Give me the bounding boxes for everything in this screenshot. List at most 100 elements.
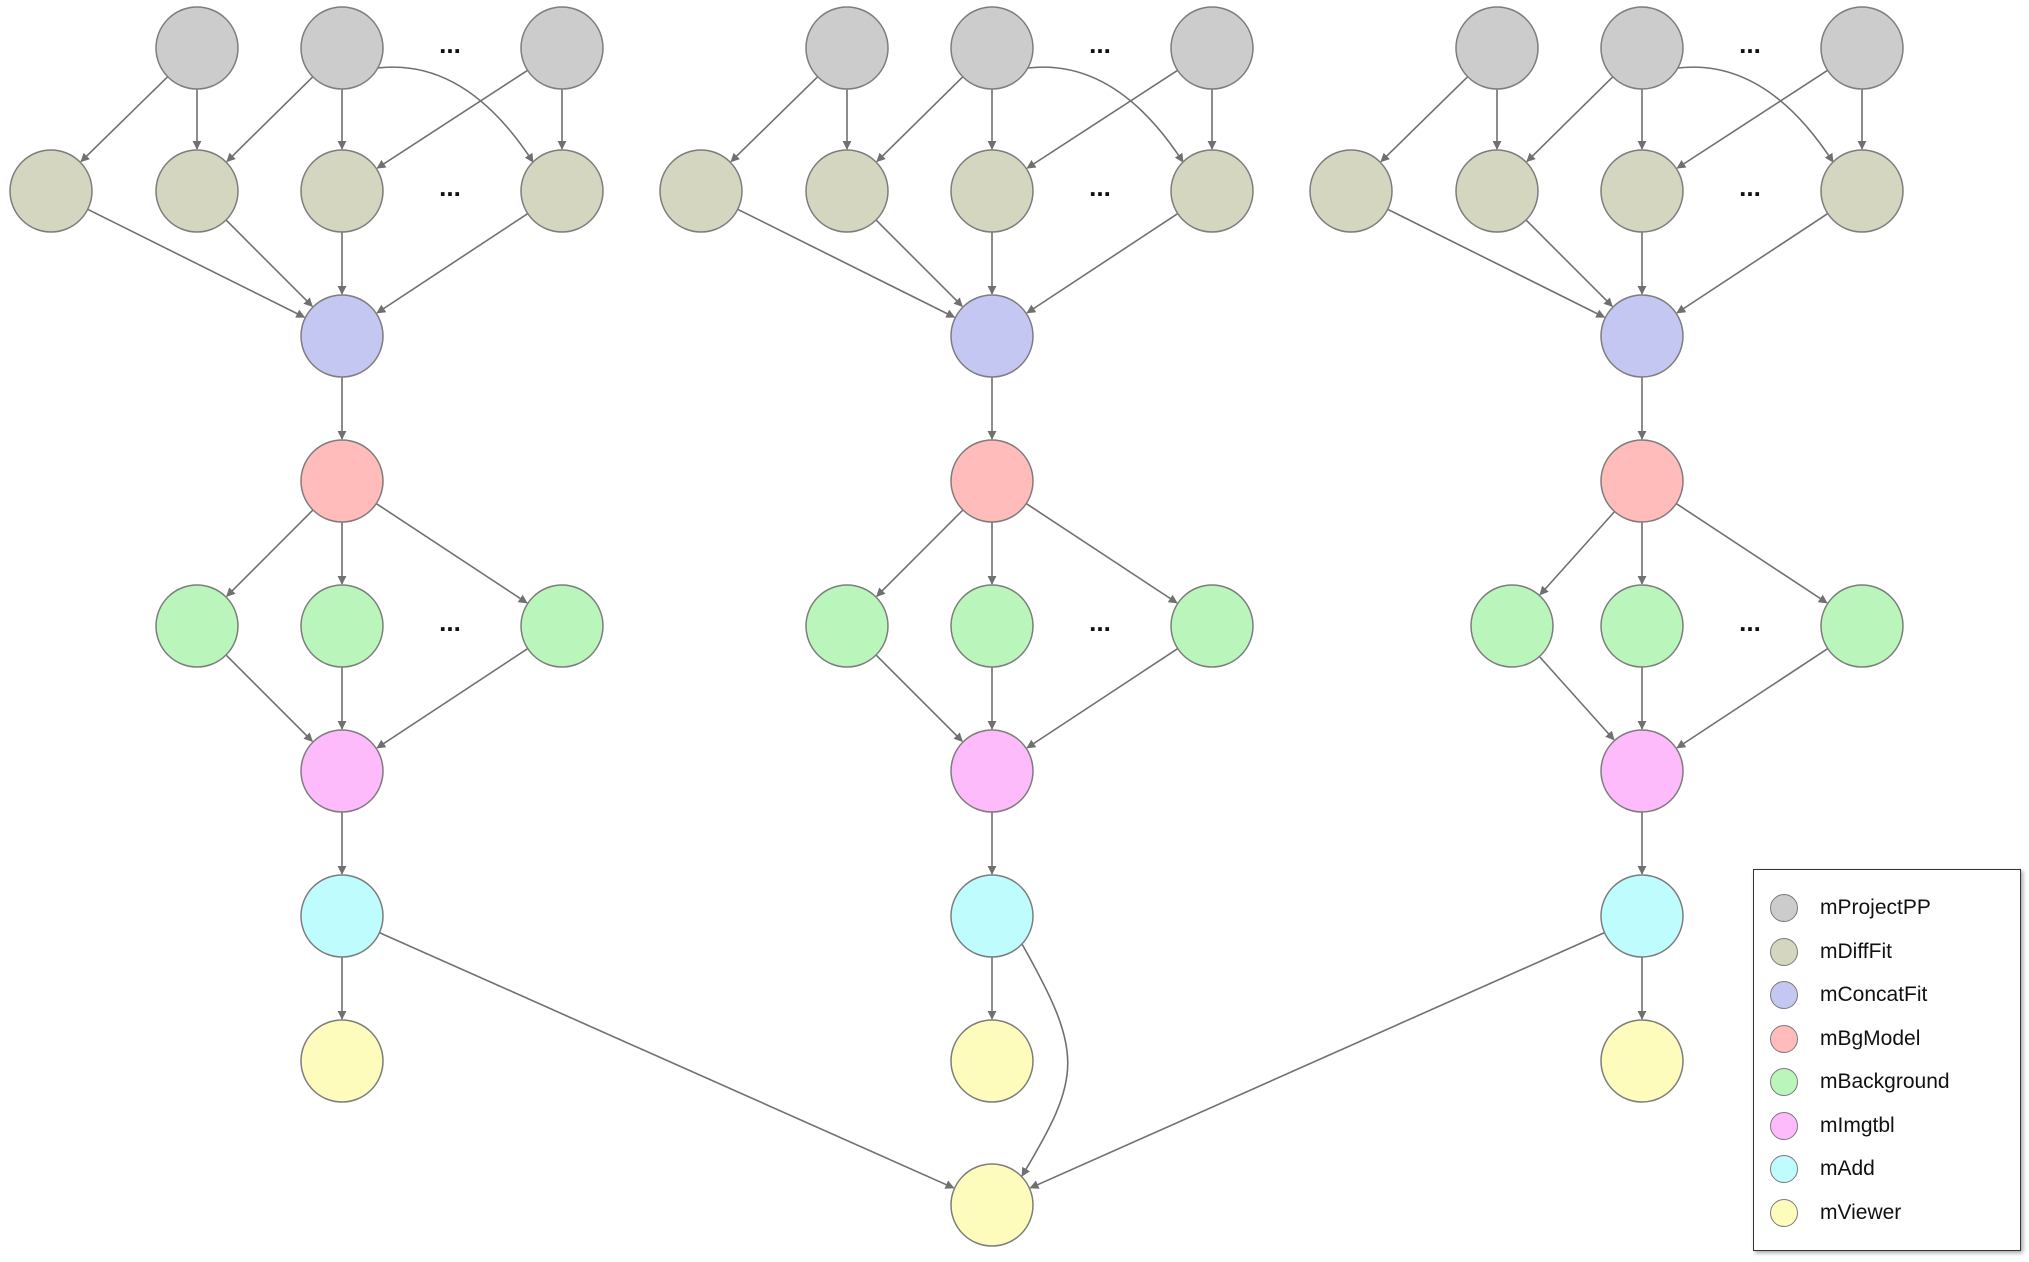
edge-g2-b0-to-g2-i <box>1538 655 1615 741</box>
legend-item-mConcatFit: mConcatFit <box>1770 975 1927 1015</box>
ellipsis-mark: ... <box>1739 29 1761 59</box>
legend-swatch <box>1770 1111 1798 1140</box>
legend-label: mConcatFit <box>1820 983 1928 1006</box>
node-mDiffFit-g2-d0 <box>1309 149 1393 233</box>
edge-g0-p0-to-g0-d0 <box>80 76 169 163</box>
node-mDiffFit-g0-d1 <box>155 149 239 233</box>
edge-g0-p1-to-g0-d3 <box>377 66 534 163</box>
legend-item-mAdd: mAdd <box>1770 1149 1875 1189</box>
node-mBackground-g2-b2 <box>1820 584 1904 668</box>
node-mAdd-g1-a <box>950 874 1034 958</box>
edge-g0-b0-to-g0-i <box>225 654 313 742</box>
edge-g2-p1-to-g2-d3 <box>1677 66 1834 163</box>
legend-label: mBgModel <box>1820 1026 1921 1050</box>
node-mProjectPP-g0-p2 <box>520 6 604 90</box>
legend-label: mBackground <box>1820 1070 1950 1093</box>
edge-g1-m-to-g1-b0 <box>876 509 964 597</box>
node-mConcatFit-g2-c <box>1600 294 1684 378</box>
node-mImgtbl-g2-i <box>1600 729 1684 813</box>
node-mProjectPP-g2-p2 <box>1820 6 1904 90</box>
legend-label: mAdd <box>1820 1157 1875 1180</box>
node-mDiffFit-g2-d1 <box>1455 149 1539 233</box>
edges <box>80 66 1867 1189</box>
legend-swatch <box>1770 981 1798 1009</box>
node-mViewer-g1-v <box>950 1019 1034 1103</box>
legend-swatch <box>1770 1068 1798 1096</box>
node-mBackground-g0-b0 <box>155 584 239 668</box>
node-mAdd-g2-a <box>1600 874 1684 958</box>
edge-g1-p1-to-g1-d1 <box>876 76 964 163</box>
edge-g1-b0-to-g1-i <box>875 654 963 742</box>
legend-swatch <box>1770 1024 1798 1053</box>
edge-g2-a-to-final-v <box>1029 931 1605 1189</box>
edge-g0-d0-to-g0-c <box>87 208 306 318</box>
legend-item-mViewer: mViewer <box>1770 1193 1901 1233</box>
node-mDiffFit-g1-d3 <box>1170 149 1254 233</box>
node-mProjectPP-g1-p2 <box>1170 6 1254 90</box>
edge-g2-b2-to-g2-i <box>1676 647 1829 749</box>
node-mConcatFit-g1-c <box>950 294 1034 378</box>
node-mBackground-g1-b1 <box>950 584 1034 668</box>
edge-g2-d1-to-g2-c <box>1525 219 1613 307</box>
edge-g0-b2-to-g0-i <box>376 647 529 749</box>
node-mProjectPP-g2-p0 <box>1455 6 1539 90</box>
node-mImgtbl-g1-i <box>950 729 1034 813</box>
legend-label: mViewer <box>1820 1200 1902 1224</box>
legend-swatch <box>1770 1155 1798 1183</box>
node-mBackground-g0-b2 <box>520 584 604 668</box>
node-mProjectPP-g1-p0 <box>805 6 889 90</box>
edge-g2-p2-to-g2-d2 <box>1676 69 1829 169</box>
node-mBgModel-g2-m <box>1600 439 1684 523</box>
node-mProjectPP-g2-p1 <box>1600 6 1684 90</box>
edge-g1-m-to-g1-b2 <box>1025 502 1178 604</box>
node-mConcatFit-g0-c <box>300 294 384 378</box>
node-mBgModel-g0-m <box>300 439 384 523</box>
node-mBackground-g2-b0 <box>1470 584 1554 668</box>
legend-item-mBgModel: mBgModel <box>1770 1019 1920 1059</box>
ellipsis-mark: ... <box>1089 172 1111 202</box>
node-mImgtbl-g0-i <box>300 729 384 813</box>
legend-swatch <box>1770 1198 1798 1227</box>
ellipsis-mark: ... <box>439 172 461 202</box>
edge-g1-p2-to-g1-d2 <box>1026 69 1179 169</box>
edge-g1-d1-to-g1-c <box>875 219 963 307</box>
node-mBackground-g0-b1 <box>300 584 384 668</box>
edge-g2-d0-to-g2-c <box>1387 208 1606 318</box>
nodes <box>9 6 1904 1247</box>
legend-item-mImgtbl: mImgtbl <box>1770 1106 1895 1146</box>
edge-g0-a-to-final-v <box>379 931 955 1189</box>
node-mViewer-final-v <box>950 1163 1034 1247</box>
node-mViewer-g0-v <box>300 1019 384 1103</box>
edge-g0-m-to-g0-b2 <box>375 502 528 604</box>
edge-g2-p0-to-g2-d0 <box>1380 76 1469 163</box>
legend-item-mDiffFit: mDiffFit <box>1770 932 1892 972</box>
legend: mProjectPP mDiffFit mConcatFit mBgModel mBac… <box>1753 869 2021 1251</box>
ellipsis-mark: ... <box>1089 29 1111 59</box>
node-mDiffFit-g1-d0 <box>659 149 743 233</box>
ellipsis-mark: ... <box>439 29 461 59</box>
ellipsis-marks: ........................... <box>439 29 1761 637</box>
edge-g1-b2-to-g1-i <box>1026 647 1179 749</box>
edge-g0-m-to-g0-b0 <box>226 509 314 597</box>
node-mDiffFit-g1-d2 <box>950 149 1034 233</box>
legend-item-mProjectPP: mProjectPP <box>1770 888 1931 928</box>
edge-g1-d3-to-g1-c <box>1026 212 1179 314</box>
node-mBackground-g2-b1 <box>1600 584 1684 668</box>
edge-g2-p1-to-g2-d1 <box>1526 76 1614 163</box>
node-mAdd-g0-a <box>300 874 384 958</box>
legend-label: mProjectPP <box>1820 896 1931 919</box>
edge-g0-p1-to-g0-d1 <box>226 76 314 163</box>
node-mDiffFit-g2-d3 <box>1820 149 1904 233</box>
edge-g2-m-to-g2-b0 <box>1539 510 1616 596</box>
node-mDiffFit-g0-d2 <box>300 149 384 233</box>
legend-swatch <box>1770 894 1798 922</box>
edge-g0-p2-to-g0-d2 <box>376 69 529 169</box>
legend-label: mImgtbl <box>1820 1113 1895 1137</box>
edge-g2-d3-to-g2-c <box>1676 212 1829 314</box>
node-mBackground-g1-b2 <box>1170 584 1254 668</box>
ellipsis-mark: ... <box>439 607 461 637</box>
node-mProjectPP-g1-p1 <box>950 6 1034 90</box>
edge-g0-d3-to-g0-c <box>376 212 529 314</box>
ellipsis-mark: ... <box>1739 607 1761 637</box>
